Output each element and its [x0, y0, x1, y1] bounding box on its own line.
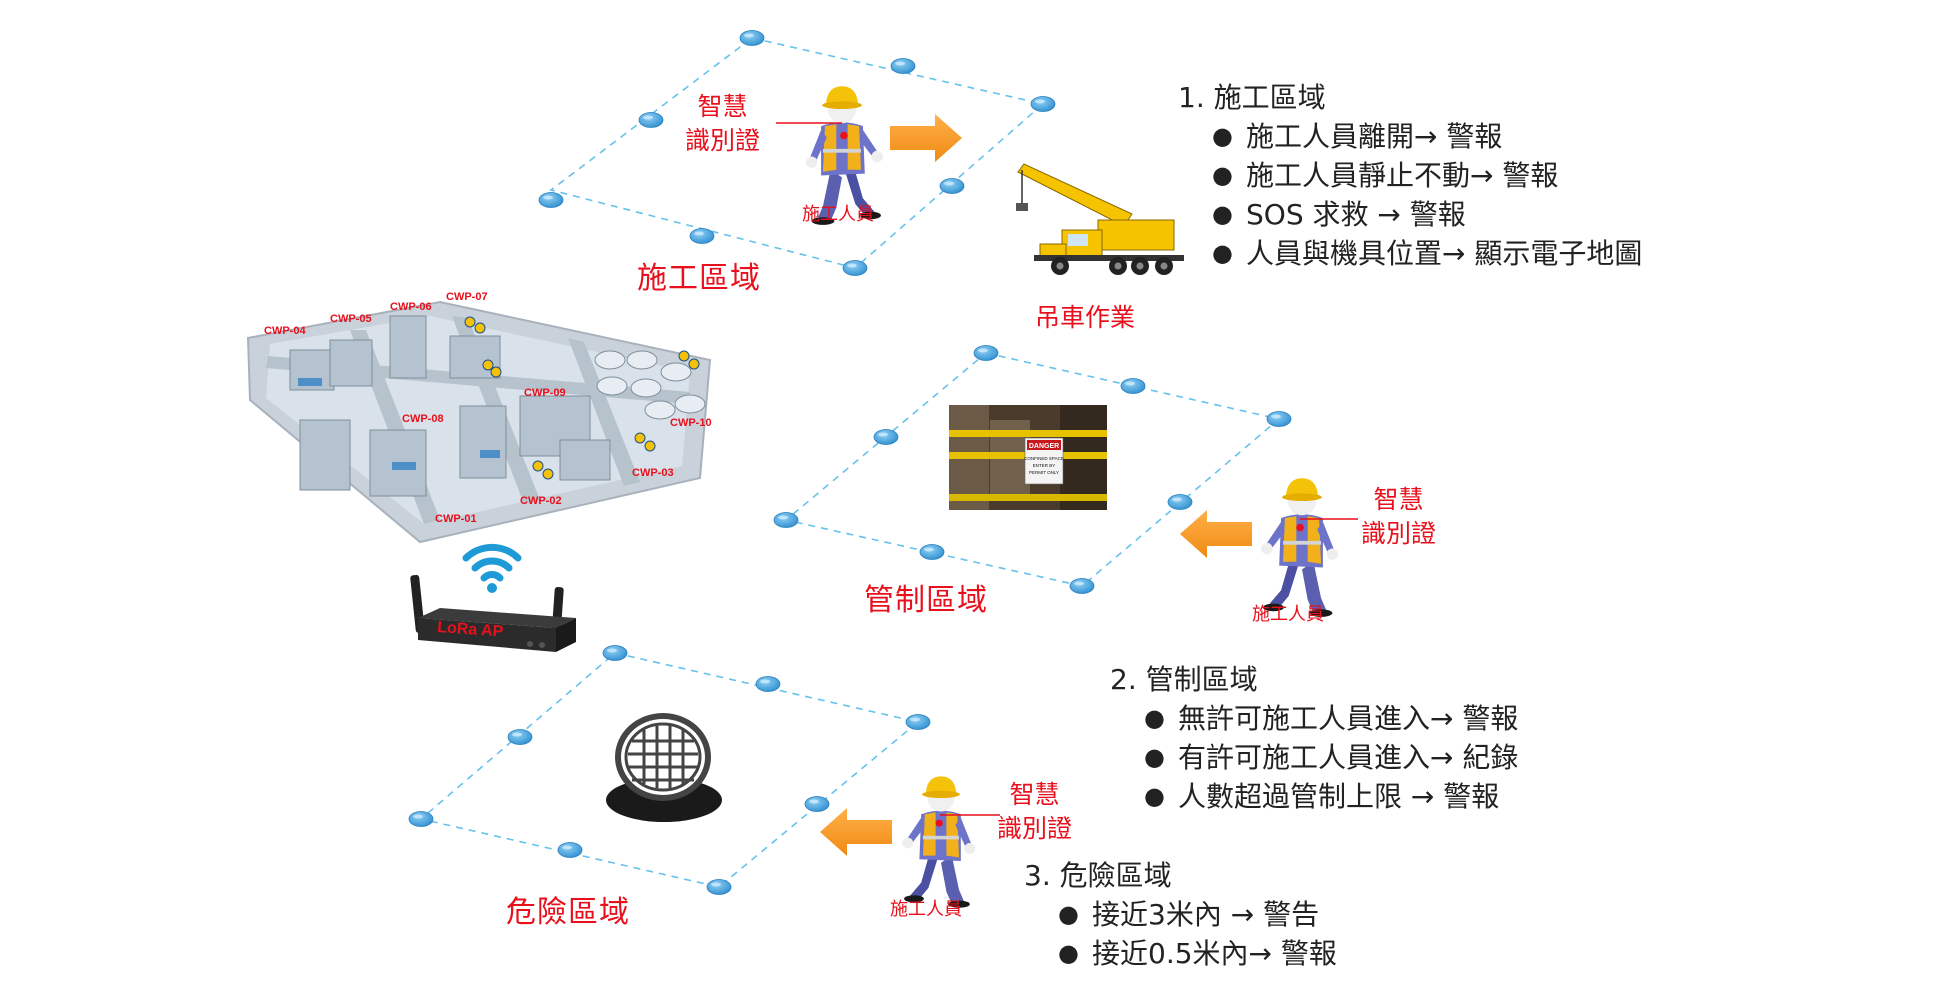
info-item: 接近3米內 → 警告 — [1054, 895, 1337, 934]
zone-label-construction: 施工區域 — [637, 261, 761, 296]
zone-label-danger: 危險區域 — [506, 895, 630, 930]
arrow-left-icon — [820, 808, 892, 856]
smart-card-label: 智慧 識別證 — [1361, 483, 1436, 551]
smart-card-line2: 識別證 — [1361, 519, 1437, 548]
construction-zone-boundary — [538, 30, 1056, 276]
gateway-label: LoRa AP — [437, 619, 504, 641]
site-label-cwp-09: CWP-09 — [524, 387, 566, 399]
crane-truck-image — [1010, 162, 1192, 276]
site-label-cwp-08: CWP-08 — [402, 413, 444, 425]
smart-card-label: 智慧 識別證 — [997, 778, 1072, 846]
zone-label-controlled: 管制區域 — [864, 583, 988, 618]
plant-map-illustration: CWP-01 CWP-02 CWP-03 CWP-04 CWP-05 CWP-0… — [246, 291, 712, 544]
info-list: 施工人員離開→ 警報 施工人員靜止不動→ 警報 SOS 求救 → 警報 人員與機… — [1178, 117, 1642, 273]
info-list: 無許可施工人員進入→ 警報 有許可施工人員進入→ 紀錄 人數超過管制上限 → 警… — [1110, 699, 1518, 816]
wifi-icon — [466, 547, 518, 593]
site-label-cwp-05: CWP-05 — [330, 313, 372, 325]
worker-figure — [1261, 478, 1339, 617]
site-label-cwp-02: CWP-02 — [520, 495, 562, 507]
info-item: SOS 求救 → 警報 — [1208, 195, 1642, 234]
info-title: 3. 危險區域 — [1024, 859, 1172, 892]
worker-label: 施工人員 — [890, 899, 962, 920]
info-item: 有許可施工人員進入→ 紀錄 — [1140, 738, 1518, 777]
info-item: 施工人員靜止不動→ 警報 — [1208, 156, 1642, 195]
smart-card-line2: 識別證 — [997, 814, 1073, 843]
manhole-icon — [606, 713, 722, 822]
smart-card-line2: 識別證 — [685, 126, 761, 155]
info-block-controlled: 2. 管制區域 無許可施工人員進入→ 警報 有許可施工人員進入→ 紀錄 人數超過… — [1110, 660, 1518, 816]
crane-operation-label: 吊車作業 — [1035, 303, 1136, 332]
danger-sign-line: PERMIT ONLY — [1029, 470, 1059, 475]
danger-sign-title: DANGER — [1029, 443, 1059, 450]
smart-card-line1: 智慧 — [1373, 485, 1424, 514]
site-label-cwp-06: CWP-06 — [390, 301, 432, 313]
danger-sign-line: ENTER BY — [1033, 463, 1056, 468]
info-item: 無許可施工人員進入→ 警報 — [1140, 699, 1518, 738]
worker-label: 施工人員 — [1252, 604, 1324, 625]
site-label-cwp-03: CWP-03 — [632, 467, 674, 479]
info-block-danger: 3. 危險區域 接近3米內 → 警告 接近0.5米內→ 警報 — [1024, 856, 1337, 973]
info-item: 施工人員離開→ 警報 — [1208, 117, 1642, 156]
smart-card-line1: 智慧 — [1009, 780, 1060, 809]
worker-label: 施工人員 — [802, 204, 874, 225]
confined-space-photo: DANGER CONFINED SPACE ENTER BY PERMIT ON… — [949, 405, 1107, 510]
info-list: 接近3米內 → 警告 接近0.5米內→ 警報 — [1024, 895, 1337, 973]
site-label-cwp-04: CWP-04 — [264, 325, 306, 337]
arrow-right-icon — [890, 114, 962, 162]
arrow-left-icon — [1180, 510, 1252, 558]
smart-card-line1: 智慧 — [697, 92, 748, 121]
info-title: 2. 管制區域 — [1110, 663, 1258, 696]
controlled-zone-boundary — [773, 345, 1292, 594]
danger-sign-line: CONFINED SPACE — [1024, 456, 1064, 461]
worker-figure — [902, 776, 976, 908]
info-title: 1. 施工區域 — [1178, 81, 1326, 114]
info-item: 人員與機具位置→ 顯示電子地圖 — [1208, 234, 1642, 273]
smart-card-label: 智慧 識別證 — [685, 90, 760, 158]
site-label-cwp-01: CWP-01 — [435, 513, 477, 525]
site-label-cwp-10: CWP-10 — [670, 417, 712, 429]
site-label-cwp-07: CWP-07 — [446, 291, 488, 303]
info-block-construction: 1. 施工區域 施工人員離開→ 警報 施工人員靜止不動→ 警報 SOS 求救 →… — [1178, 78, 1642, 273]
info-item: 人數超過管制上限 → 警報 — [1140, 777, 1518, 816]
info-item: 接近0.5米內→ 警報 — [1054, 934, 1337, 973]
lora-gateway-device: LoRa AP — [410, 574, 576, 652]
